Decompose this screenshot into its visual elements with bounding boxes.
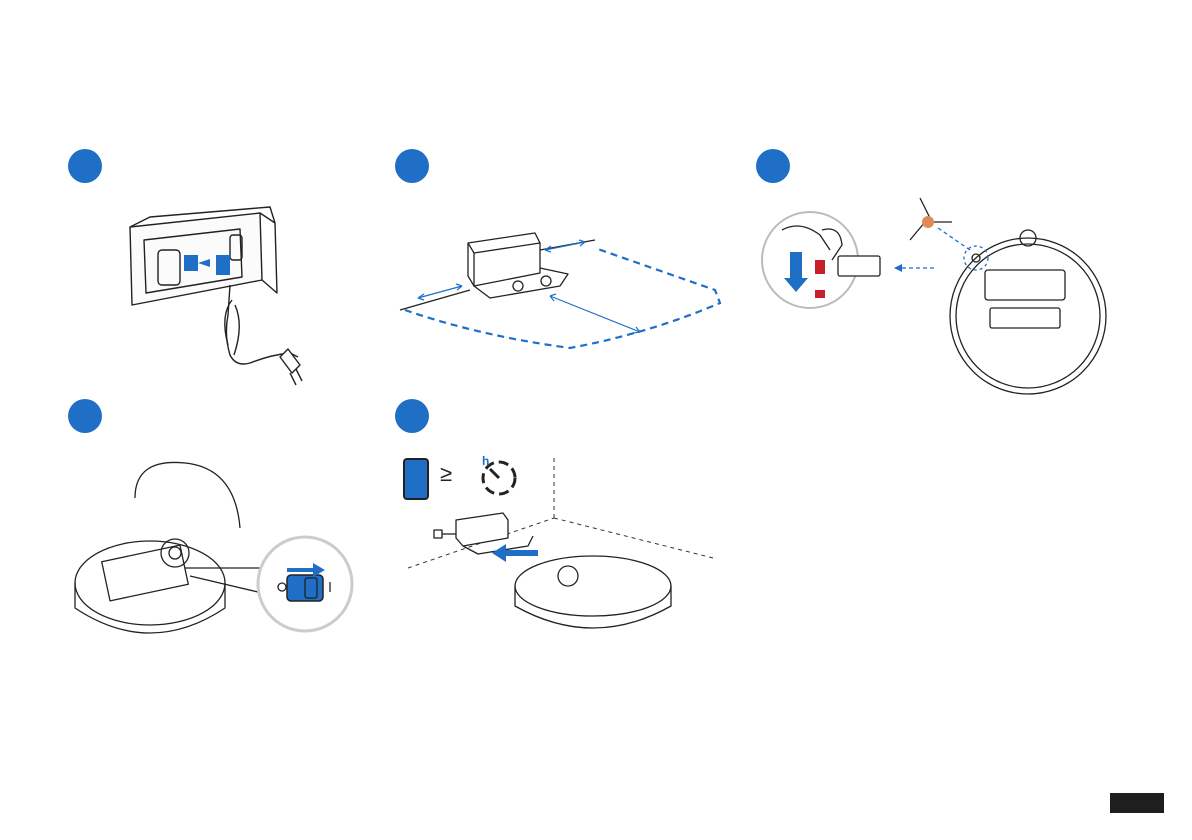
step-5-badge	[395, 399, 429, 433]
robot-docking-illustration	[408, 458, 713, 638]
step-1-badge	[68, 149, 102, 183]
power-switch-illustration	[75, 458, 365, 648]
clearance-illustration	[400, 228, 725, 358]
step-3-badge	[756, 149, 790, 183]
step-4-badge	[68, 399, 102, 433]
charging-base-illustration	[120, 205, 320, 395]
step-2-badge	[395, 149, 429, 183]
side-brush-illustration	[760, 190, 1190, 390]
page-number-tab	[1110, 793, 1164, 813]
